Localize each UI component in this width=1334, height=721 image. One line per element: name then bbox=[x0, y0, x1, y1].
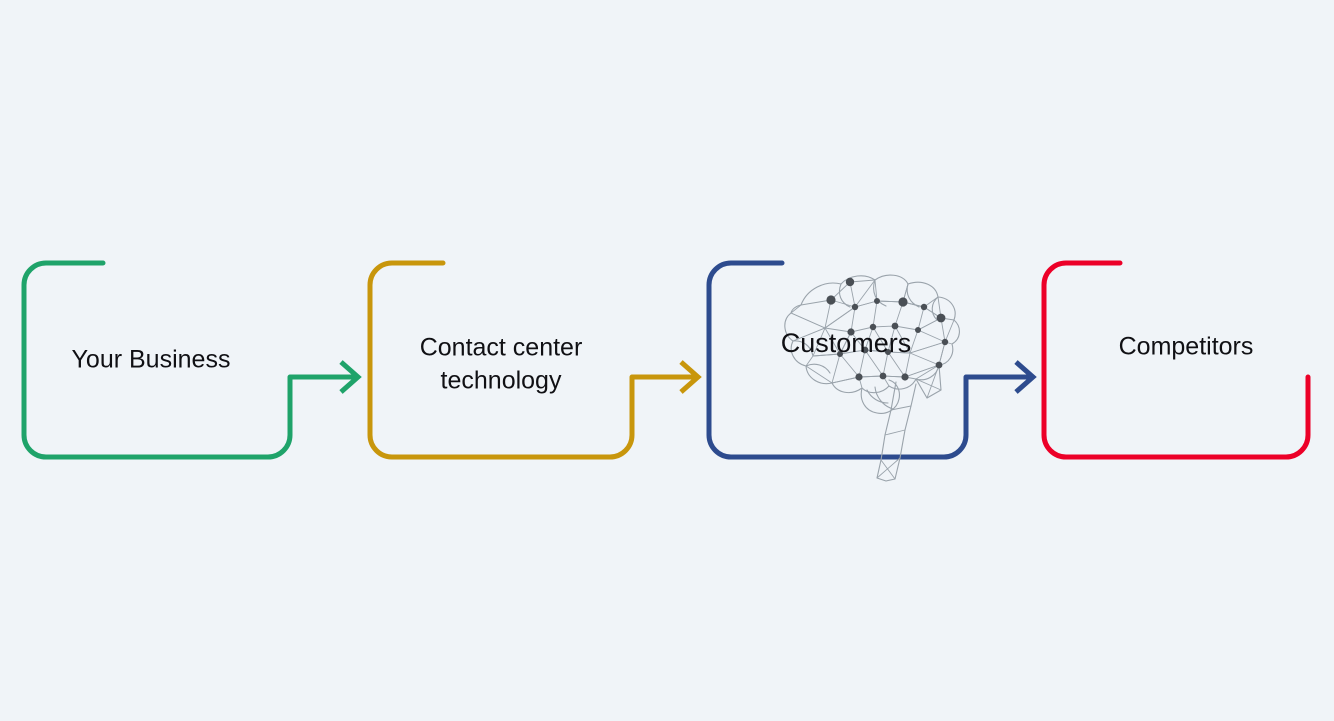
brain-stem-line-4 bbox=[880, 459, 896, 480]
connector-2-arrowhead bbox=[679, 360, 702, 394]
connector-step3-to-step4 bbox=[966, 360, 1037, 394]
brain-cerebellum-fold-2 bbox=[874, 386, 894, 410]
brain-mesh-nodes bbox=[826, 277, 949, 381]
step-3-label: Customers bbox=[781, 328, 912, 358]
step-2-label-line-1: Contact center bbox=[420, 334, 583, 362]
step-3-box-outline bbox=[706, 260, 969, 460]
brain-fold-6 bbox=[805, 363, 831, 374]
step-1-box-outline bbox=[21, 260, 293, 460]
connector-step2-to-step3 bbox=[632, 360, 702, 394]
step-4-box-outline bbox=[1041, 260, 1311, 460]
brain-network-icon bbox=[784, 274, 960, 482]
brain-stem-line-1 bbox=[890, 405, 912, 411]
step-1-label: Your Business bbox=[72, 346, 231, 374]
brain-fold-5 bbox=[792, 340, 814, 357]
connector-3-arrowhead bbox=[1014, 360, 1037, 394]
brain-temporal-line-1 bbox=[915, 378, 942, 391]
brain-stem-line-3 bbox=[876, 457, 901, 479]
brain-outline-path bbox=[784, 274, 960, 394]
brain-fold-2 bbox=[873, 279, 887, 307]
brain-stem bbox=[876, 381, 917, 482]
flow-step-your-business[interactable]: Your Business bbox=[21, 260, 293, 460]
step-4-label: Competitors bbox=[1119, 333, 1254, 361]
brain-temporal-lobe bbox=[915, 364, 942, 399]
step-2-label-line-2: technology bbox=[441, 367, 562, 395]
brain-cerebellum-fold-1 bbox=[866, 389, 889, 404]
connector-1-arrowhead bbox=[339, 360, 362, 394]
brain-stem-line-2 bbox=[884, 429, 906, 436]
flow-step-customers[interactable]: Customers bbox=[706, 260, 969, 482]
step-2-box-outline bbox=[367, 260, 635, 460]
flow-step-competitors[interactable]: Competitors bbox=[1041, 260, 1311, 460]
flow-step-contact-center-technology[interactable]: Contact center technology bbox=[367, 260, 635, 460]
connector-step1-to-step2 bbox=[290, 360, 362, 394]
brain-temporal-line-2 bbox=[926, 364, 940, 399]
brain-fold-1 bbox=[838, 283, 851, 308]
